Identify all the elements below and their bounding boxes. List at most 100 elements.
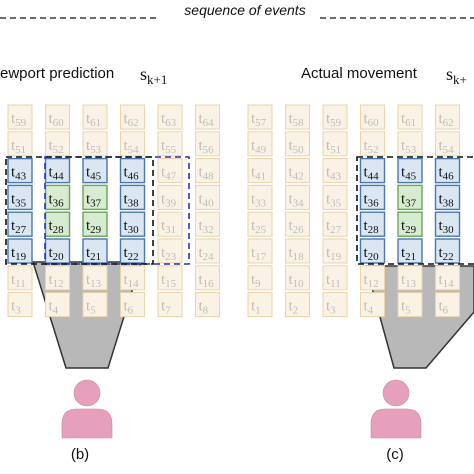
left-tile-t48 <box>195 158 220 184</box>
right-tile-t20 <box>359 238 386 264</box>
left-tile-t20 <box>44 238 71 264</box>
right-person-icon <box>370 379 422 439</box>
right-tile-label-t34: t34 <box>289 191 305 209</box>
right-tile-label-t18: t18 <box>289 245 305 263</box>
left-tile-t59 <box>7 104 33 130</box>
left-tile-t62 <box>120 104 145 130</box>
right-tile-label-t52: t52 <box>364 138 379 156</box>
right-tile-t46 <box>434 157 461 184</box>
right-tile-t25 <box>247 211 273 237</box>
right-tile-label-t3: t3 <box>326 299 336 317</box>
left-tile-label-t35: t35 <box>11 191 27 209</box>
left-tile-t19 <box>7 238 33 264</box>
right-tile-label-t44: t44 <box>364 165 380 183</box>
right-tile-label-t61: t61 <box>401 111 416 129</box>
right-tile-label-t57: t57 <box>251 111 267 129</box>
right-tile-t12 <box>360 265 385 291</box>
sequence-label: sequence of events <box>184 2 305 18</box>
right-tile-t42 <box>285 158 310 184</box>
right-tile-t11 <box>322 265 348 291</box>
right-tile-label-t51: t51 <box>326 138 341 156</box>
left-tile-t27 <box>7 211 33 237</box>
left-tile-label-t4: t4 <box>49 299 59 317</box>
left-tile-label-t32: t32 <box>199 218 214 236</box>
left-tile-label-t7: t7 <box>161 299 171 317</box>
left-tile-t7 <box>157 292 183 318</box>
left-tile-label-t37: t37 <box>86 191 102 209</box>
right-tile-t27 <box>322 211 348 237</box>
left-tile-label-t62: t62 <box>124 111 139 129</box>
right-tile-label-t35: t35 <box>326 191 342 209</box>
left-tile-label-t19: t19 <box>11 245 27 263</box>
left-tile-label-t52: t52 <box>49 138 64 156</box>
left-tile-label-t13: t13 <box>86 272 102 290</box>
right-tile-t53 <box>397 131 423 157</box>
right-tile-label-t53: t53 <box>401 138 417 156</box>
right-tile-t37 <box>397 184 423 211</box>
right-tile-label-t30: t30 <box>439 218 455 236</box>
right-tile-label-t2: t2 <box>289 299 299 317</box>
right-tile-label-t26: t26 <box>289 218 305 236</box>
left-person-icon <box>61 379 113 439</box>
left-tile-t23 <box>157 238 183 264</box>
right-tile-label-t50: t50 <box>289 138 305 156</box>
left-tile-t32 <box>195 211 220 237</box>
left-tile-label-t60: t60 <box>49 111 65 129</box>
left-tile-label-t8: t8 <box>199 299 209 317</box>
right-tile-label-t13: t13 <box>401 272 417 290</box>
right-tile-label-t17: t17 <box>251 245 267 263</box>
left-tile-t43 <box>7 157 33 184</box>
left-tile-t30 <box>119 211 146 237</box>
left-tile-t44 <box>44 157 71 184</box>
left-tile-label-t61: t61 <box>86 111 101 129</box>
right-tile-t26 <box>285 211 310 237</box>
left-tile-t55 <box>157 131 183 157</box>
right-tile-t38 <box>434 184 461 211</box>
left-tile-t45 <box>82 157 108 184</box>
right-tile-t10 <box>285 265 310 291</box>
right-tile-t1 <box>247 292 273 318</box>
left-tile-t38 <box>119 184 146 211</box>
right-panel-title: Actual movement <box>301 65 418 82</box>
right-tile-t30 <box>434 211 461 237</box>
right-tile-label-t19: t19 <box>326 245 342 263</box>
right-tile-t36 <box>359 184 386 211</box>
right-tile-t57 <box>247 104 273 130</box>
left-tile-label-t38: t38 <box>124 191 140 209</box>
right-tile-label-t4: t4 <box>364 299 374 317</box>
left-tile-label-t30: t30 <box>124 218 140 236</box>
right-tile-label-t33: t33 <box>251 191 267 209</box>
right-tile-t51 <box>322 131 348 157</box>
right-tile-t17 <box>247 238 273 264</box>
left-tile-label-t15: t15 <box>161 272 177 290</box>
right-tile-t33 <box>247 184 273 210</box>
right-tile-label-t21: t21 <box>401 245 416 263</box>
left-tile-t6 <box>120 292 145 318</box>
right-tile-label-t28: t28 <box>364 218 380 236</box>
left-tile-label-t54: t54 <box>124 138 140 156</box>
left-tile-t31 <box>157 211 183 237</box>
right-tile-t21 <box>397 238 423 264</box>
left-tile-t53 <box>82 131 108 157</box>
left-tile-t3 <box>7 292 33 318</box>
right-tile-t19 <box>322 238 348 264</box>
left-tile-label-t46: t46 <box>124 165 140 183</box>
left-tile-t36 <box>44 184 71 211</box>
right-tile-label-t43: t43 <box>326 165 342 183</box>
right-tile-label-t49: t49 <box>251 138 267 156</box>
right-tile-label-t54: t54 <box>439 138 455 156</box>
right-tile-t18 <box>285 238 310 264</box>
left-tile-label-t22: t22 <box>124 245 139 263</box>
left-tile-t46 <box>119 157 146 184</box>
right-tile-label-t41: t41 <box>251 165 266 183</box>
right-tile-t45 <box>397 157 423 184</box>
right-tile-t5 <box>397 292 423 318</box>
left-tile-label-t20: t20 <box>49 245 65 263</box>
right-tile-label-t36: t36 <box>364 191 380 209</box>
left-tile-label-t31: t31 <box>161 218 176 236</box>
left-tile-label-t3: t3 <box>11 299 21 317</box>
right-tile-t41 <box>247 158 273 184</box>
right-tile-label-t11: t11 <box>326 272 341 290</box>
